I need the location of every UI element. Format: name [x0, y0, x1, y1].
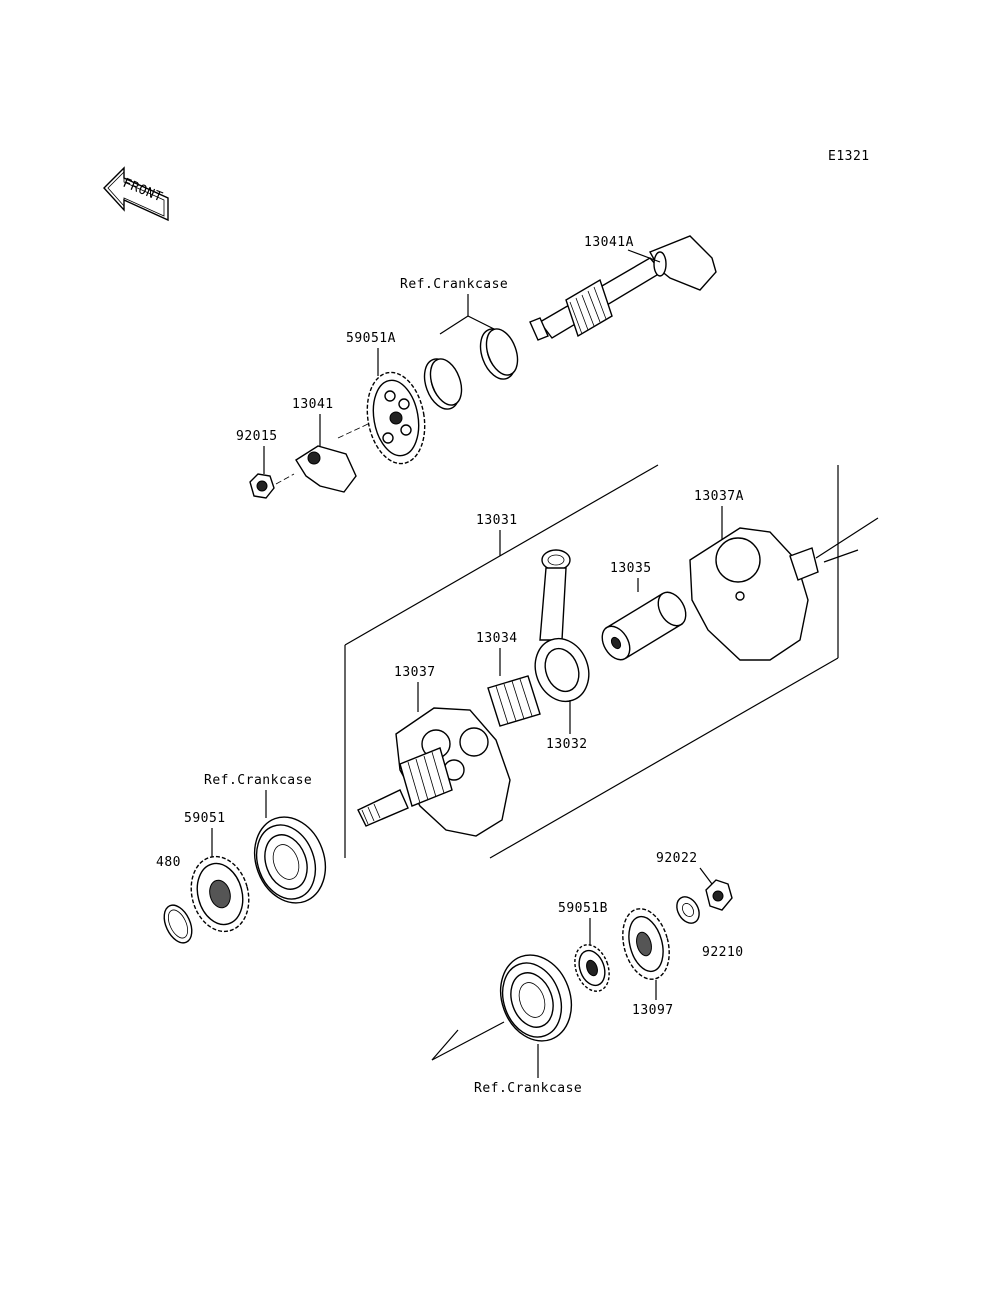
label-13041a: 13041A	[584, 235, 634, 250]
label-59051: 59051	[184, 811, 226, 826]
balancer-shaft-13041a	[529, 235, 717, 341]
label-ref-crankcase-left: Ref.Crankcase	[204, 773, 312, 788]
label-92210: 92210	[702, 945, 744, 960]
label-13032: 13032	[546, 737, 588, 752]
bearing-top-left	[423, 358, 463, 410]
label-ref-crankcase-top: Ref.Crankcase	[400, 277, 508, 292]
needle-bearing-13034	[487, 675, 541, 727]
label-13041: 13041	[292, 397, 334, 412]
crank-pin-13035	[601, 591, 687, 661]
label-13037a: 13037A	[694, 489, 744, 504]
crank-web-13037a	[689, 517, 879, 661]
label-59051b: 59051B	[558, 901, 608, 916]
nut-92015	[249, 473, 275, 499]
label-13097: 13097	[632, 1003, 674, 1018]
label-480: 480	[156, 855, 181, 870]
label-59051a: 59051A	[346, 331, 396, 346]
gear-59051	[190, 855, 250, 933]
label-13031: 13031	[476, 513, 518, 528]
gear-59051a	[366, 371, 426, 465]
balancer-weight-13041	[295, 445, 357, 493]
nut-92022	[705, 879, 733, 911]
label-92022: 92022	[656, 851, 698, 866]
label-13034: 13034	[476, 631, 518, 646]
washer-92210	[676, 896, 700, 924]
crank-web-13037	[357, 707, 511, 837]
label-ref-crankcase-bottom: Ref.Crankcase	[474, 1081, 582, 1096]
front-arrow-icon: FRONT	[103, 166, 169, 222]
connecting-rod-13032	[534, 549, 590, 703]
gear-13097	[622, 908, 670, 980]
bearing-bottom	[499, 954, 573, 1042]
circlip-480	[163, 904, 193, 944]
bearing-left	[253, 816, 327, 904]
diagram-code: E1321	[828, 149, 870, 164]
bearing-top-right	[479, 328, 519, 380]
label-13035: 13035	[610, 561, 652, 576]
label-92015: 92015	[236, 429, 278, 444]
label-13037: 13037	[394, 665, 436, 680]
gear-59051b	[574, 944, 610, 992]
